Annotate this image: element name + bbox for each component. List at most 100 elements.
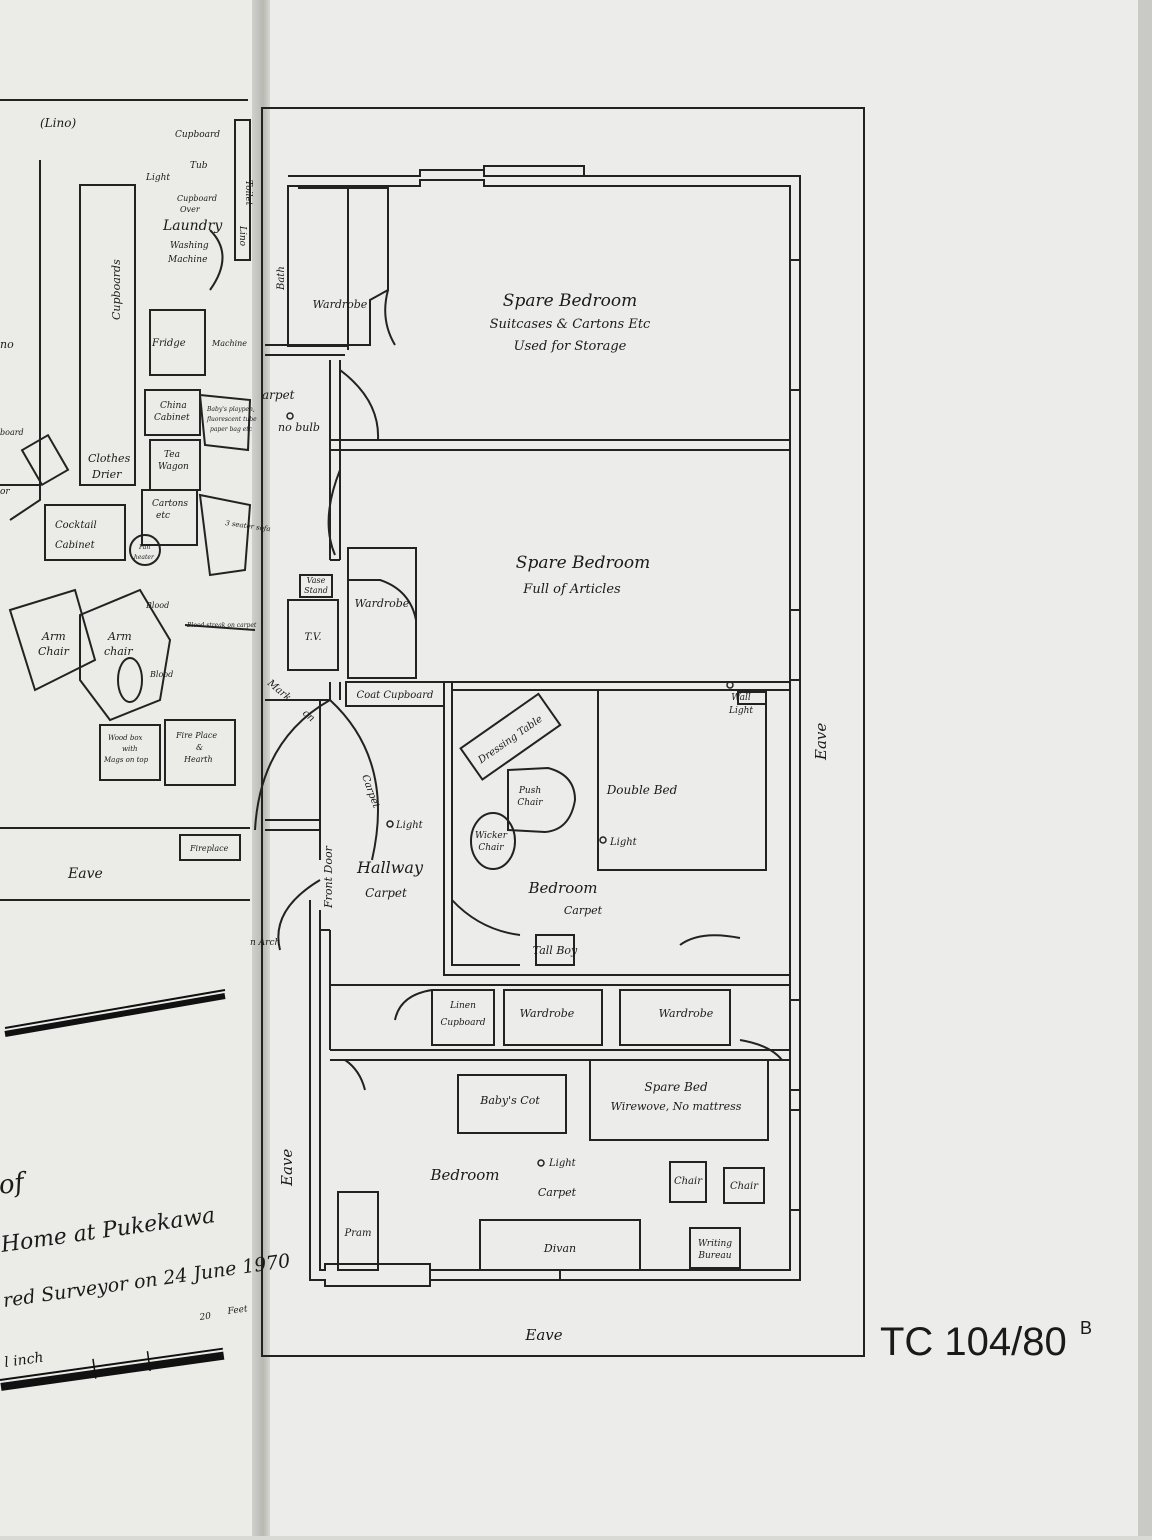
left-machine: Machine xyxy=(211,339,247,348)
wicker-chair-a: Wicker xyxy=(475,831,508,841)
left-cupboard: Cupboard xyxy=(175,130,220,140)
left-cocktail-a: Cocktail xyxy=(55,520,97,531)
left-fireplace-small: Fireplace xyxy=(189,844,229,853)
linen-cupboard-a: Linen xyxy=(449,1001,476,1011)
left-clothes-b: Drier xyxy=(91,468,122,481)
left-scale-20: 20 xyxy=(198,1311,212,1323)
bedroom-lower-floor: Carpet xyxy=(538,1186,577,1199)
house-walls xyxy=(254,165,801,1287)
coat-cupboard-label: Coat Cupboard xyxy=(357,690,434,701)
push-chair-a: Push xyxy=(518,786,541,796)
left-laundry: Laundry xyxy=(162,218,223,234)
tv-label: T.V. xyxy=(304,632,321,643)
left-fan-b: heater xyxy=(134,554,155,561)
hallway-title: Hallway xyxy=(356,858,424,877)
left-arm-chair-2b: chair xyxy=(104,645,133,658)
left-woodbox-c: Mags on top xyxy=(103,756,149,764)
babys-cot-label: Baby's Cot xyxy=(479,1094,540,1107)
light-lower-label: Light xyxy=(548,1158,577,1169)
scale-bar xyxy=(0,1347,225,1391)
left-fireplace-a: Fire Place xyxy=(175,731,217,740)
left-cupboard-over-a: Cupboard xyxy=(177,194,217,203)
left-tub: Tub xyxy=(190,161,208,171)
page-edge xyxy=(1138,0,1152,1536)
left-or-frag: or xyxy=(0,487,10,497)
spare-bedroom-1-line1: Suitcases & Cartons Etc xyxy=(490,317,651,332)
left-scale-label: l inch xyxy=(3,1350,44,1371)
eave-bottom-label: Eave xyxy=(524,1326,562,1344)
left-blood-1: Blood xyxy=(145,601,169,610)
left-toilet-b: Lino xyxy=(237,225,247,247)
double-bed-label: Double Bed xyxy=(606,783,678,797)
writing-bureau-a: Writing xyxy=(698,1239,732,1249)
no-bulb-label: no bulb xyxy=(278,421,320,434)
eave-right-label: Eave xyxy=(812,723,830,761)
stand-label: Stand xyxy=(304,586,328,595)
left-plan-scale xyxy=(0,962,226,1037)
linen-cupboard-b: Cupboard xyxy=(440,1018,485,1028)
push-chair-b: Chair xyxy=(517,798,543,808)
left-woodbox-b: with xyxy=(122,745,138,753)
left-cartons-a: Cartons xyxy=(152,499,188,509)
wardrobe-centre-label: Wardrobe xyxy=(520,1007,575,1020)
left-fan-a: Fan xyxy=(138,544,150,551)
carpet-top-label: arpet xyxy=(262,388,295,402)
left-blood-streak: Blood streak on carpet xyxy=(186,622,257,629)
left-arch: n Arch xyxy=(250,938,280,948)
left-woodbox-a: Wood box xyxy=(108,734,143,742)
left-washing-a: Washing xyxy=(170,241,209,251)
eave-boundary xyxy=(261,107,865,1357)
wardrobe-mid-label: Wardrobe xyxy=(355,597,410,610)
writing-bureau-b: Bureau xyxy=(697,1251,731,1261)
wardrobe-top-label: Wardrobe xyxy=(313,298,368,311)
bath-label: Bath xyxy=(276,266,287,291)
spare-bed-b: Wirewove, No mattress xyxy=(611,1100,742,1113)
left-fireplace-c: Hearth xyxy=(183,755,213,764)
pram-label: Pram xyxy=(344,1228,372,1239)
left-babys-b: fluorescent tube xyxy=(206,416,257,423)
divan-label: Divan xyxy=(543,1242,576,1255)
hallway-floor: Carpet xyxy=(365,886,407,900)
spare-bed-a: Spare Bed xyxy=(644,1080,708,1094)
left-arm-chair-1a: Arm xyxy=(41,630,66,643)
left-clothes-a: Clothes xyxy=(88,452,131,465)
left-babys-c: paper bag etc xyxy=(210,426,253,433)
left-arm-chair-1b: Chair xyxy=(38,645,70,658)
wall-light-b: Light xyxy=(728,706,753,716)
left-plan xyxy=(0,99,256,901)
wardrobe-right-label: Wardrobe xyxy=(659,1007,714,1020)
eave-left-label: Eave xyxy=(278,1149,296,1187)
left-tea-b: Wagon xyxy=(158,462,189,472)
spare-bedroom-1-title: Spare Bedroom xyxy=(503,291,637,311)
light-hall-label: Light xyxy=(395,820,424,831)
left-light: Light xyxy=(145,173,170,183)
left-toilet-a: Toilet xyxy=(243,180,253,206)
left-babys-a: Baby's playpen, xyxy=(206,406,255,413)
vase-label: Vase xyxy=(307,576,326,585)
left-china-b: Cabinet xyxy=(154,413,190,423)
chair-2-label: Chair xyxy=(730,1181,759,1192)
left-board: board xyxy=(0,428,24,437)
spare-bedroom-2-line1: Full of Articles xyxy=(522,582,621,597)
left-cocktail-b: Cabinet xyxy=(55,540,96,551)
left-fridge: Fridge xyxy=(151,338,186,349)
spare-bedroom-1-line2: Used for Storage xyxy=(514,339,627,354)
left-lino: (Lino) xyxy=(40,116,76,130)
left-arm-chair-2a: Arm xyxy=(107,630,132,643)
front-door-label: Front Door xyxy=(322,845,335,909)
catalog-stamp-sup: B xyxy=(1080,1318,1092,1338)
left-eave: Eave xyxy=(67,866,103,882)
spare-bedroom-2-title: Spare Bedroom xyxy=(516,553,650,573)
bedroom-main-floor: Carpet xyxy=(564,904,603,917)
left-fireplace-b: & xyxy=(196,743,203,752)
right-page xyxy=(270,0,1140,1536)
light-symbols xyxy=(286,412,734,1167)
wall-light-a: Wall xyxy=(731,693,751,703)
tall-boy-label: Tall Boy xyxy=(533,944,578,957)
bedroom-main-title: Bedroom xyxy=(528,879,598,897)
left-scale-feet: Feet xyxy=(226,1304,249,1317)
left-tea-a: Tea xyxy=(164,450,180,460)
left-china-a: China xyxy=(160,401,187,411)
left-cartons-b: etc xyxy=(156,511,170,521)
